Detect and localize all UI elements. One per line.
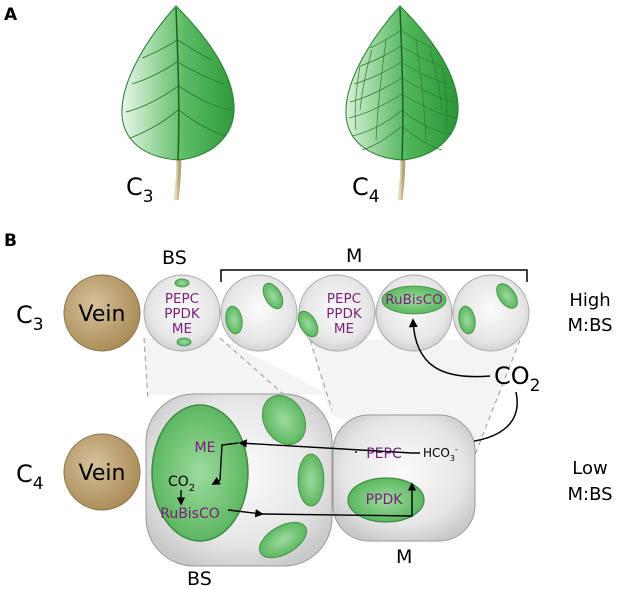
c4-pepc-label: PEPC	[366, 446, 402, 462]
low-ratio-line-1: Low	[572, 458, 607, 479]
c4-pathway-arrows	[176, 439, 420, 518]
hco3-label: HCO3-	[423, 445, 458, 463]
row-c4-label: C4	[16, 460, 44, 494]
c3-bs-enzyme-2: PPDK	[164, 306, 201, 322]
leaf-c4-label: C4	[352, 173, 380, 207]
low-ratio-line-2: M:BS	[567, 484, 612, 505]
panel-label-b: B	[4, 231, 17, 251]
c3-vein	[63, 274, 141, 352]
c4-m-cell	[332, 414, 476, 542]
c4-me-label: ME	[195, 440, 216, 456]
c3-m-enzyme-1: PEPC	[327, 291, 361, 307]
c3-bs-enzyme-3: ME	[172, 321, 192, 337]
leaf-c3-label: C3	[126, 173, 154, 207]
leaf-c3	[121, 5, 235, 201]
c3-vein-label: Vein	[79, 302, 126, 327]
c4-bs-chloroplast-large	[151, 404, 249, 542]
c4-ppdk-label: PPDK	[366, 492, 404, 508]
c4-m-chloroplast	[347, 477, 425, 523]
c3-bs-cell	[143, 274, 221, 352]
projection-bs	[144, 338, 330, 395]
high-ratio-line-2: M:BS	[567, 315, 612, 336]
m-bracket	[220, 269, 528, 282]
c4-vein-label: Vein	[79, 461, 126, 486]
leaf-c4	[345, 5, 459, 201]
m-bottom-label: M	[396, 546, 412, 568]
c3-m-enzyme-2: PPDK	[326, 306, 363, 322]
c3-bs-enzyme-1: PEPC	[165, 291, 199, 307]
projection-m	[310, 340, 520, 455]
m-top-label: M	[346, 245, 362, 267]
c4-rubisco-label: RuBisCO	[160, 506, 220, 522]
c3-rubisco-chloroplast	[381, 285, 447, 315]
co2-to-rubisco-arrow	[408, 318, 491, 378]
bs-top-label: BS	[162, 247, 187, 269]
high-ratio-line-1: High	[569, 290, 610, 311]
c3-m-enzyme-3: ME	[334, 321, 354, 337]
c4-co2-label: CO2	[168, 474, 195, 494]
row-c3-label: C3	[16, 301, 44, 335]
bs-bottom-label: BS	[187, 568, 212, 590]
c3-rubisco-label: RuBisCO	[385, 292, 442, 308]
c4-vein	[63, 433, 141, 511]
panel-label-a: A	[4, 5, 18, 25]
co2-label: CO2	[494, 362, 540, 396]
